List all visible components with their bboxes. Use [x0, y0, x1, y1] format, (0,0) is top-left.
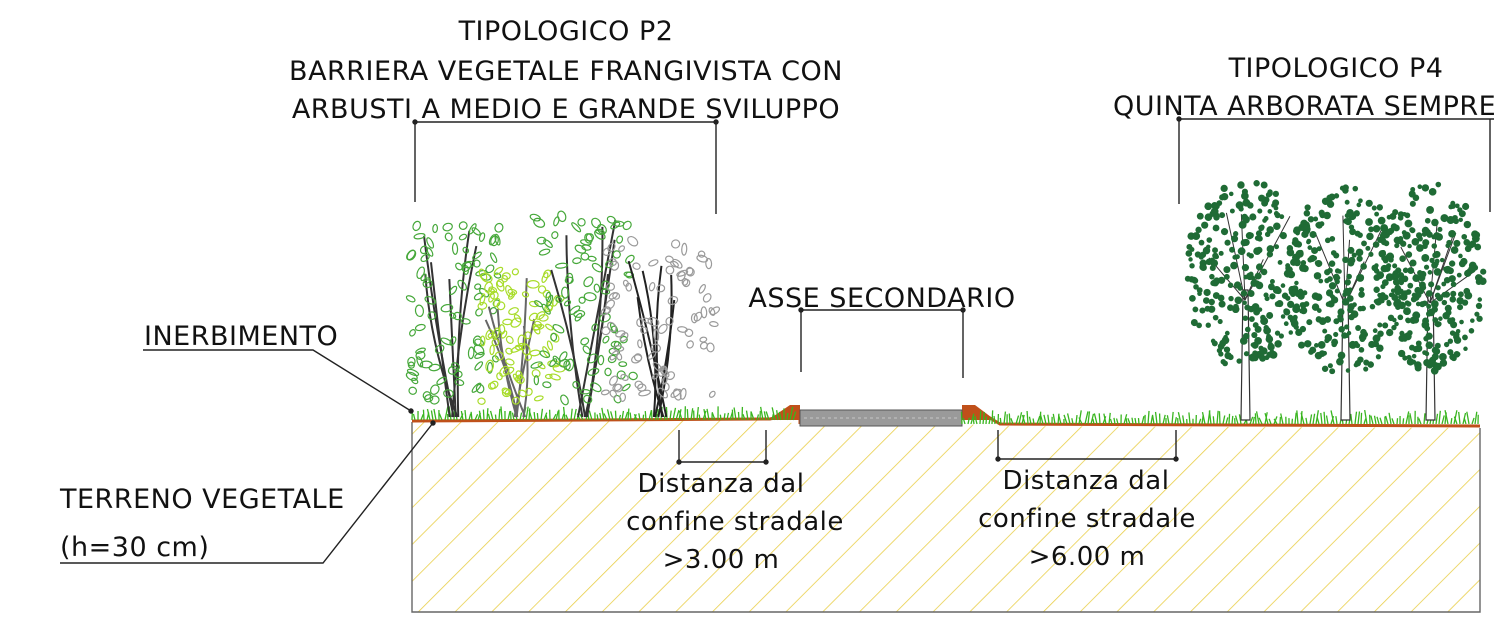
p2-description-line2: ARBUSTI A MEDIO E GRANDE SVILUPPO: [292, 94, 840, 125]
left-distance-line3: >3.00 m: [663, 545, 780, 575]
right-distance-line1: Distanza dal: [1003, 466, 1170, 496]
soil-label-line1: TERRENO VEGETALE: [59, 484, 345, 515]
right-distance-line2: confine stradale: [978, 504, 1196, 534]
left-distance-line2: confine stradale: [626, 507, 844, 537]
right-distance-line3: >6.00 m: [1029, 542, 1146, 572]
grass-label: INERBIMENTO: [144, 321, 338, 352]
p2-extent-bracket: [413, 120, 718, 214]
soil-label-line2: (h=30 cm): [60, 532, 209, 563]
soil-section: [412, 420, 1480, 612]
p4-description-line1: QUINTA ARBORATA SEMPREVE: [1113, 91, 1494, 122]
p2-description-line1: BARRIERA VEGETALE FRANGIVISTA CON: [289, 56, 843, 87]
p2-title: TIPOLOGICO P2: [458, 16, 674, 47]
p4-title: TIPOLOGICO P4: [1228, 53, 1444, 84]
road-extent-bracket: [799, 308, 965, 378]
grass-leader: [143, 350, 413, 413]
road-label: ASSE SECONDARIO: [748, 283, 1015, 314]
p4-tree-screen: [1185, 180, 1487, 420]
p2-shrub-barrier: [405, 210, 721, 417]
road-surface: [800, 410, 962, 426]
left-distance-line1: Distanza dal: [638, 469, 805, 499]
